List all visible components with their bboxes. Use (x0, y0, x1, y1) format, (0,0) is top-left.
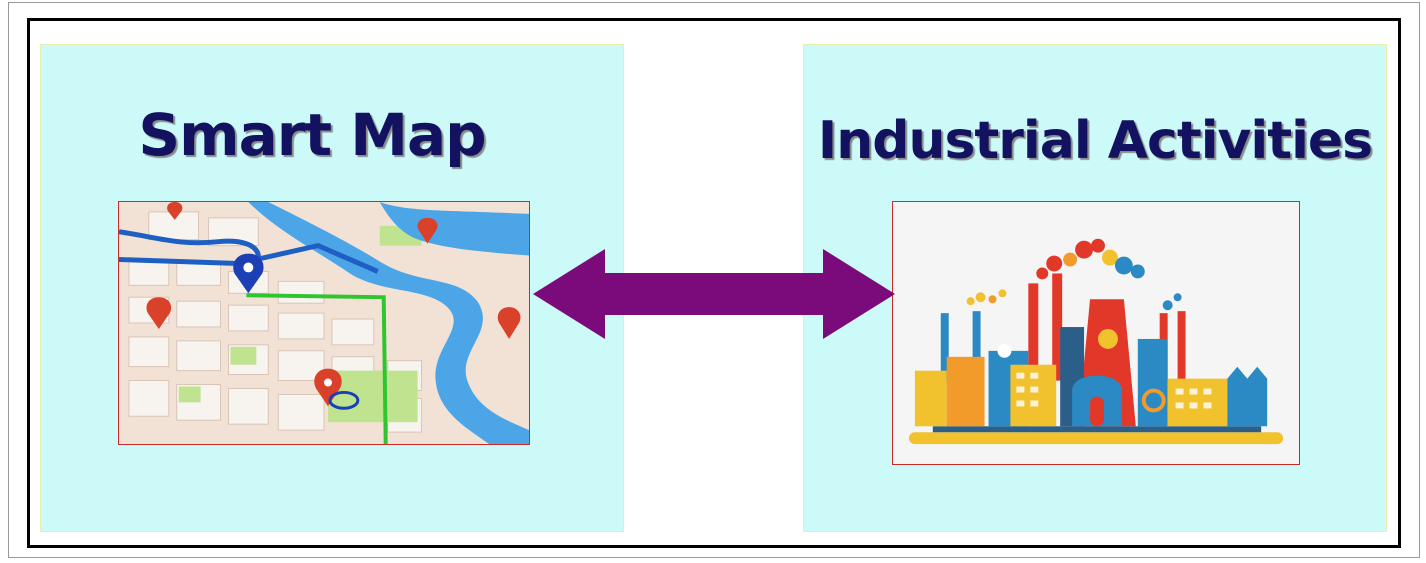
arrow-shape (533, 249, 895, 339)
map-illustration (118, 201, 530, 445)
bidirectional-arrow (533, 249, 895, 339)
map-pin-icon (233, 253, 264, 294)
industrial-activities-title: Industrial Activities (817, 111, 1373, 171)
map-icon (119, 202, 529, 444)
smart-map-title: Smart Map (138, 101, 486, 169)
smart-map-panel: Smart Map (40, 44, 624, 532)
factory-illustration (892, 201, 1300, 465)
factory-icon (893, 202, 1299, 464)
